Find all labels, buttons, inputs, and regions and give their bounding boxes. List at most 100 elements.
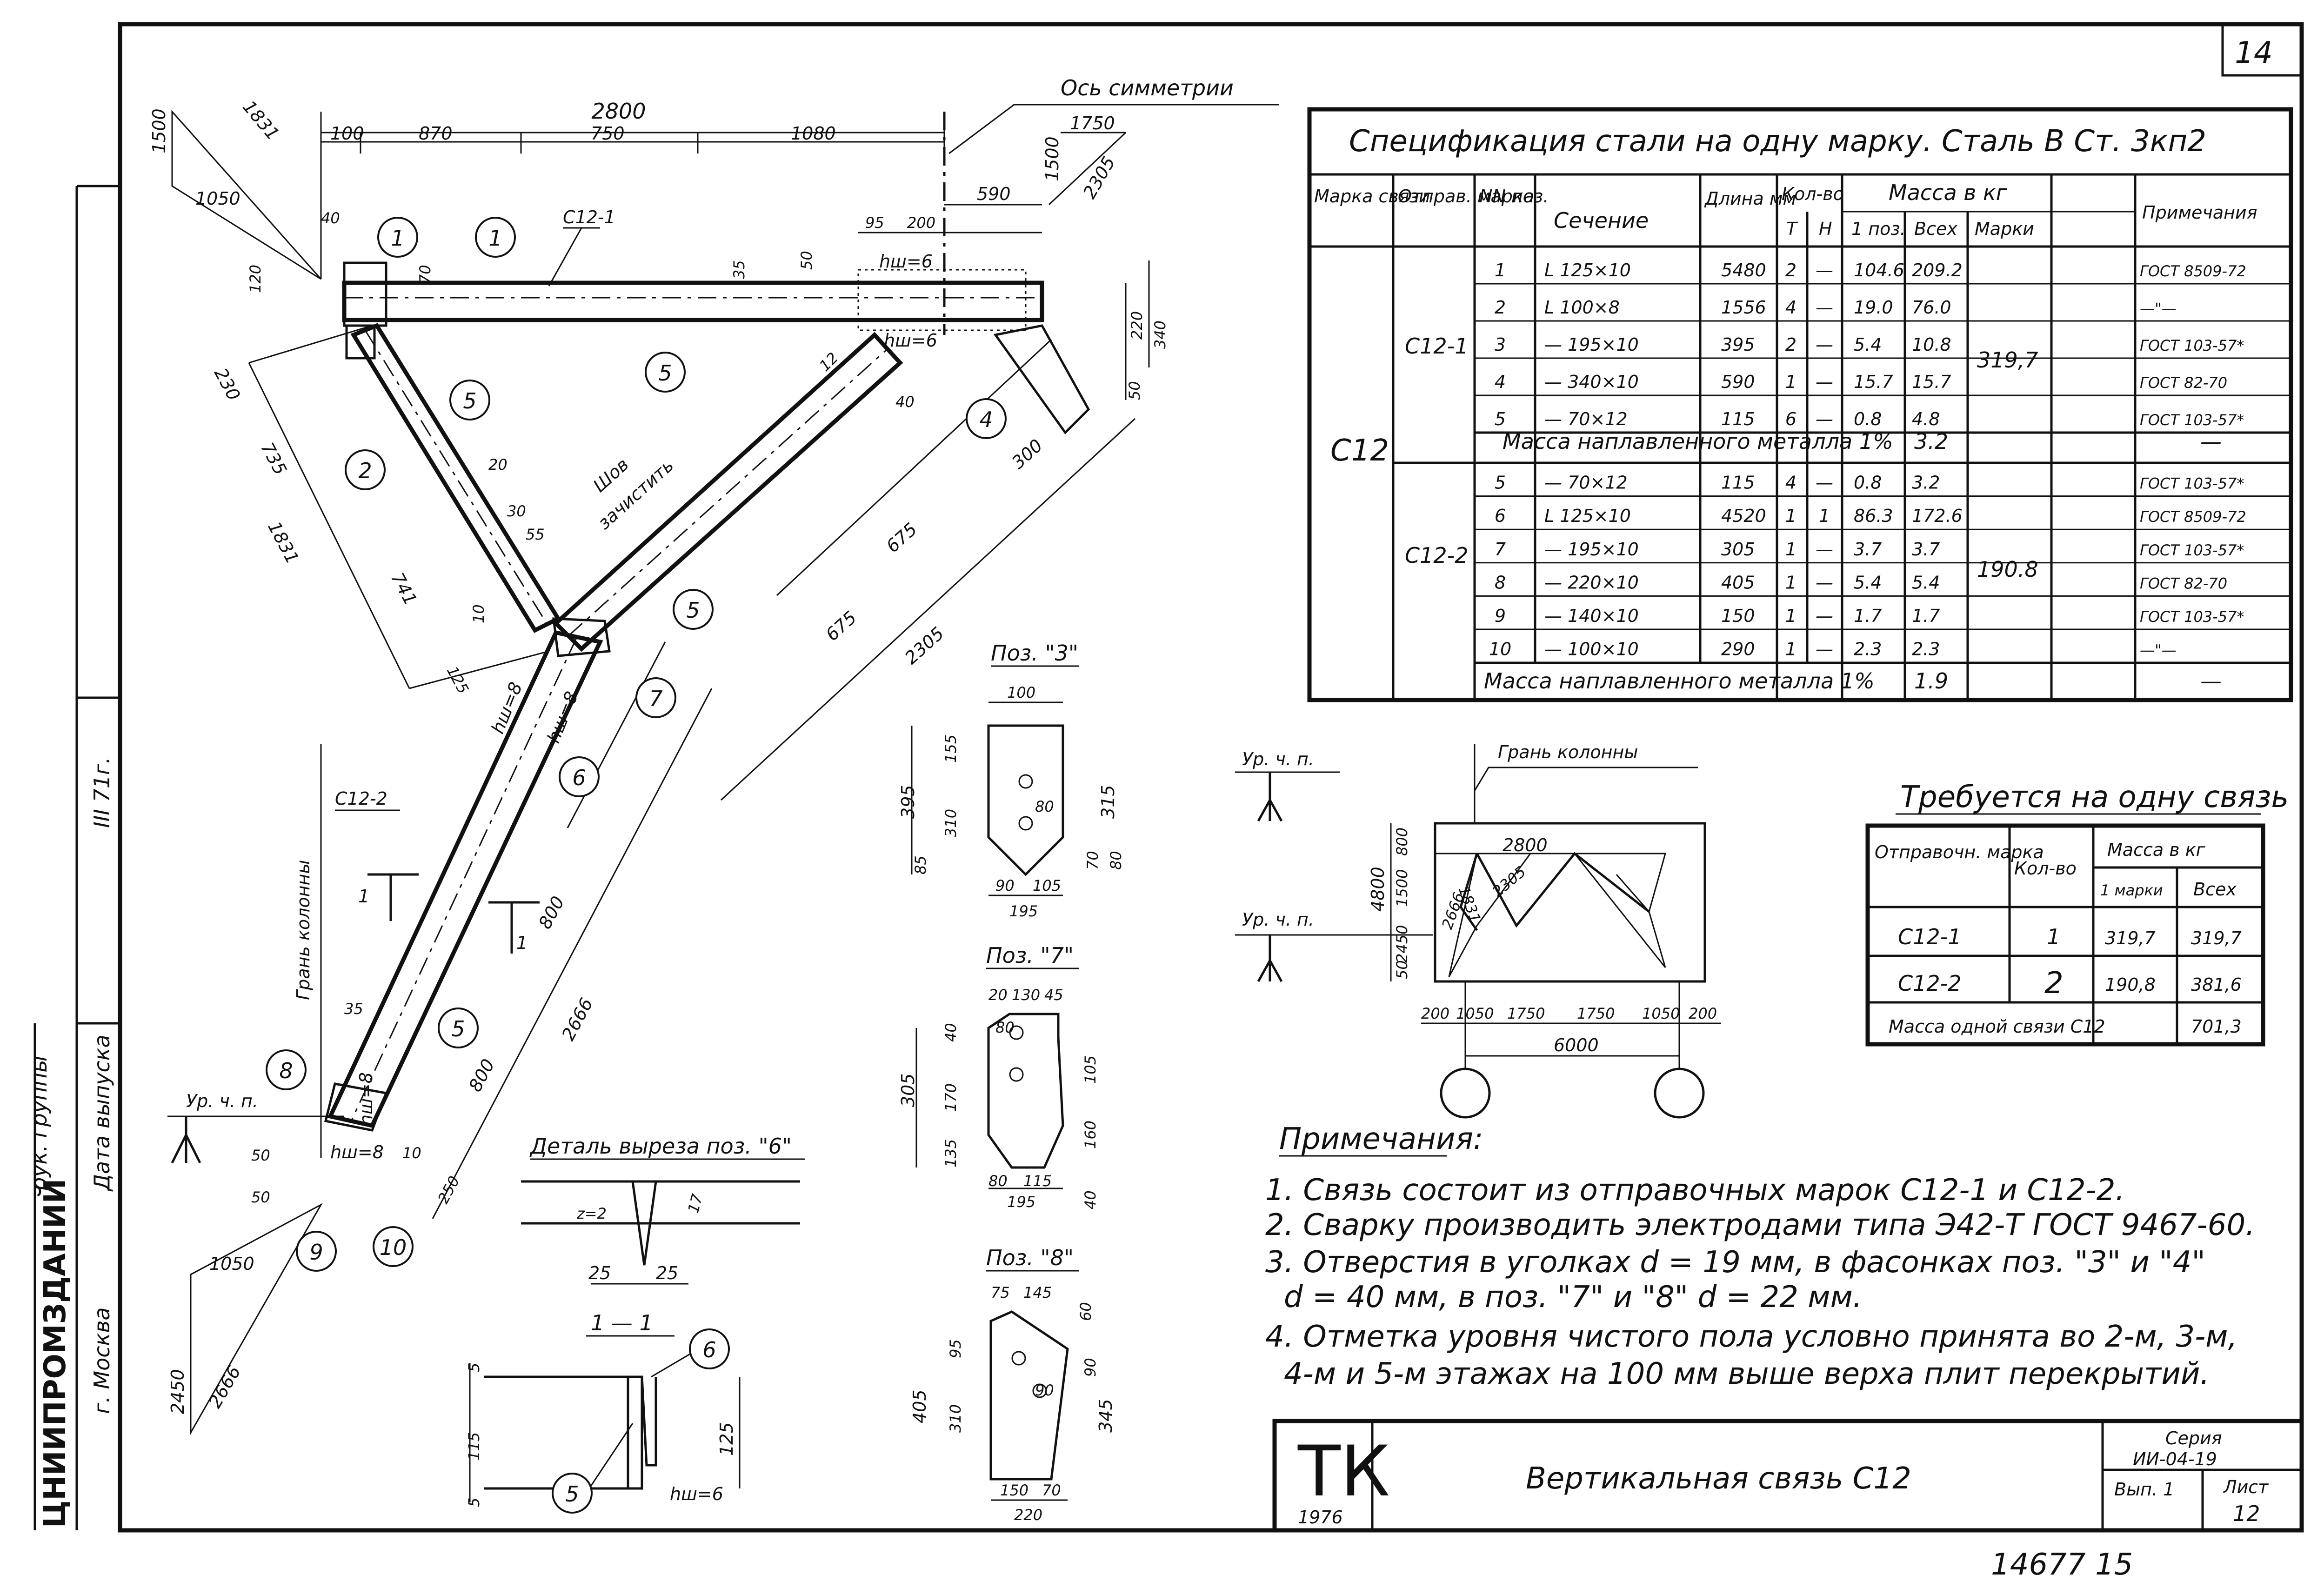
spec-cell-nn: 10: [1489, 639, 1511, 660]
scheme-d1500: 1500: [1393, 869, 1411, 907]
spec-cell-t: 1: [1785, 639, 1796, 660]
weld-hw8-d: hш=8: [330, 1142, 384, 1162]
sec-bubble-5: 5: [565, 1481, 579, 1507]
dim-870: 870: [419, 123, 453, 144]
spec-cell-nn: 3: [1495, 334, 1506, 355]
pos7-dim-305: 305: [898, 1073, 918, 1107]
spec-cell-note: ГОСТ 103-57*: [2140, 541, 2244, 559]
stamp-group: рук. группы: [27, 1055, 52, 1191]
dim-741: 741: [387, 569, 421, 609]
dim-50: 50: [798, 251, 815, 270]
spec-cell-all: 1.7: [1912, 606, 1940, 626]
req-title: Требуется на одну связь: [1900, 780, 2289, 814]
pos7-dim-40b: 40: [1082, 1190, 1099, 1209]
spec-cell-nn: 5: [1495, 409, 1506, 429]
scheme-bottom-1050b: 1050: [1642, 1005, 1680, 1022]
notes-title: Примечания:: [1279, 1122, 1483, 1156]
spec-cell-t: 2: [1785, 334, 1796, 355]
note-3b: d = 40 мм, в поз. "7" и "8" d = 22 мм.: [1284, 1280, 1862, 1314]
spec-cell-t: 1: [1785, 506, 1796, 526]
note-3: 3. Отверстия в уголках d = 19 мм, в фасо…: [1265, 1245, 2205, 1280]
sheet-frame: [118, 22, 2304, 1533]
dim-590: 590: [977, 184, 1011, 204]
stamp-date: Дата выпуска: [89, 1034, 114, 1192]
spec-cell-len: 1556: [1721, 297, 1766, 318]
spec-cell-t: 1: [1785, 372, 1796, 392]
spec-cell-nn: 5: [1495, 473, 1506, 493]
scheme-floor-b: Ур. ч. п.: [1242, 909, 1314, 930]
spec-head-length: Длина мм: [1704, 188, 1796, 209]
spec-cell-len: 305: [1721, 539, 1755, 560]
pos7-dim-135: 135: [942, 1139, 960, 1168]
spec-cell-n: —: [1816, 372, 1833, 392]
sec-dim-5a: 5: [465, 1363, 483, 1372]
spec-cell-n: —: [1816, 297, 1833, 318]
spec-cell-t: 1: [1785, 606, 1796, 626]
req-head-qty: Кол-во: [2014, 858, 2077, 879]
corner-sheet-number: 14: [2235, 36, 2272, 70]
spec-cell-nn: 4: [1495, 372, 1506, 392]
note-4b: 4-м и 5-м этажах на 100 мм выше верха пл…: [1284, 1357, 2210, 1391]
pos3-dim-105: 105: [1033, 877, 1061, 894]
bubble-5-top: 5: [658, 360, 672, 386]
spec-group1-ship: С12-1: [1405, 334, 1469, 359]
dim-2666a: 2666: [558, 994, 597, 1044]
pos3-dim-80b: 80: [1107, 851, 1125, 870]
req-head-one: 1 марки: [2100, 881, 2163, 899]
spec-cell-sec: L 100×8: [1544, 297, 1620, 318]
spec-head-m-one: 1 поз.: [1851, 219, 1906, 239]
dim-50b: 50: [1126, 381, 1143, 400]
dim-35: 35: [730, 260, 748, 279]
spec-cell-sec: — 195×10: [1544, 539, 1639, 560]
spec-cell-one: 19.0: [1854, 297, 1893, 318]
pos3-dim-85: 85: [912, 855, 929, 874]
sheet-label: Лист: [2223, 1477, 2269, 1497]
pos8-dim-70: 70: [1042, 1481, 1061, 1499]
spec-cell-len: 290: [1721, 639, 1755, 660]
spec-cell-len: 405: [1721, 572, 1755, 593]
spec-cell-sec: — 100×10: [1544, 639, 1639, 660]
pos7-dim-105: 105: [1082, 1055, 1099, 1084]
grid-axis-bubble-left: [1440, 1068, 1491, 1119]
dim-10b: 10: [402, 1144, 421, 1162]
pos7-dim-195: 195: [1007, 1193, 1035, 1211]
cut-dim-25b: 25: [656, 1263, 678, 1283]
pos8-dim-95: 95: [947, 1339, 964, 1358]
spec-head-qty: Кол-во: [1782, 184, 1844, 204]
pos7-dim-160: 160: [1082, 1121, 1099, 1149]
bubble-10: 10: [380, 1235, 407, 1260]
req-row1-mark: С12-1: [1898, 924, 1962, 949]
bubble-2: 2: [358, 458, 372, 483]
diagonal-brace-left: [350, 323, 561, 633]
spec-cell-nn: 6: [1495, 506, 1506, 526]
dim-1080: 1080: [791, 123, 836, 144]
stamp-city: г. Москва: [89, 1307, 114, 1414]
spec-cell-t: 2: [1785, 260, 1796, 280]
symmetry-leader: [948, 104, 1279, 154]
spec-cell-n: —: [1816, 572, 1833, 593]
bubble-4: 4: [979, 407, 993, 432]
spec-cell-len: 590: [1721, 372, 1755, 392]
spec-group1-mass: 319,7: [1977, 347, 2038, 373]
spec-head-qty-n: Н: [1819, 219, 1832, 239]
spec-cell-sec: L 125×10: [1544, 506, 1631, 526]
dim-1500b: 1500: [1042, 136, 1062, 181]
scheme-d2800: 2800: [1503, 835, 1548, 855]
dim-1831b: 1831: [264, 518, 303, 567]
scheme-bottom-1750b: 1750: [1577, 1005, 1615, 1022]
spec-head-note: Примечания: [2142, 202, 2257, 223]
bubble-3: 1: [391, 226, 404, 251]
corner-number-box: [2221, 23, 2303, 77]
spec-cell-sec: — 70×12: [1544, 409, 1628, 429]
cut-dim-z2: z=2: [576, 1205, 607, 1222]
spec-cell-nn: 7: [1495, 539, 1506, 560]
pos3-dim-100: 100: [1007, 684, 1035, 701]
spec-cell-n: —: [1816, 260, 1833, 280]
spec-cell-note: ГОСТ 103-57*: [2140, 411, 2244, 429]
sec-weld-hw6: hш=6: [670, 1484, 723, 1504]
main-view: Ось симметрии 2800 100 870 750 1080 1750…: [149, 75, 1279, 1435]
pos8-dim-90b: 90: [1035, 1381, 1054, 1399]
spec-mark-c12: С12: [1330, 434, 1389, 468]
